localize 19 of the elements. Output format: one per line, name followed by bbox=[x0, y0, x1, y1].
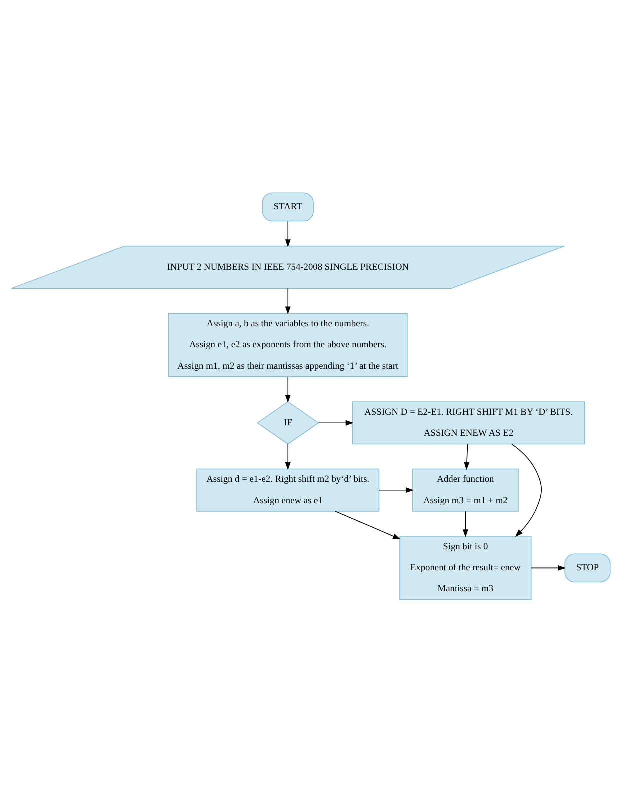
arrow bbox=[318, 420, 354, 426]
arrow bbox=[531, 565, 566, 571]
node-diamond: IF bbox=[256, 402, 320, 445]
node-box: Assign d = e1-e2. Right shift m2 by‘d’ bits. Assign enew as e1 bbox=[196, 468, 380, 512]
arrow bbox=[285, 444, 291, 470]
arrow bbox=[335, 511, 401, 540]
node-box: START bbox=[262, 192, 314, 222]
arrow bbox=[462, 511, 468, 538]
arrow bbox=[378, 488, 414, 494]
node-box: Adder function Assign m3 = m1 + m2 bbox=[412, 468, 519, 512]
node-box: STOP bbox=[564, 554, 611, 583]
node-box: Assign a, b as the variables to the numbers. Assign e1, e2 as exponents from the above numbers. Assign m1, m2 as their mantissas appending ‘1’ at the start bbox=[168, 313, 408, 378]
node-box: Sign bit is 0 Exponent of the result= enew Mantissa = m3 bbox=[400, 536, 532, 600]
arrow bbox=[285, 220, 291, 248]
arrow bbox=[511, 444, 542, 538]
arrow bbox=[285, 288, 291, 315]
arrow bbox=[464, 444, 470, 470]
node-box: ASSIGN D = E2-E1. RIGHT SHIFT M1 BY ‘D’ BITS. ASSIGN ENEW AS E2 bbox=[352, 402, 586, 445]
arrow bbox=[285, 376, 291, 403]
